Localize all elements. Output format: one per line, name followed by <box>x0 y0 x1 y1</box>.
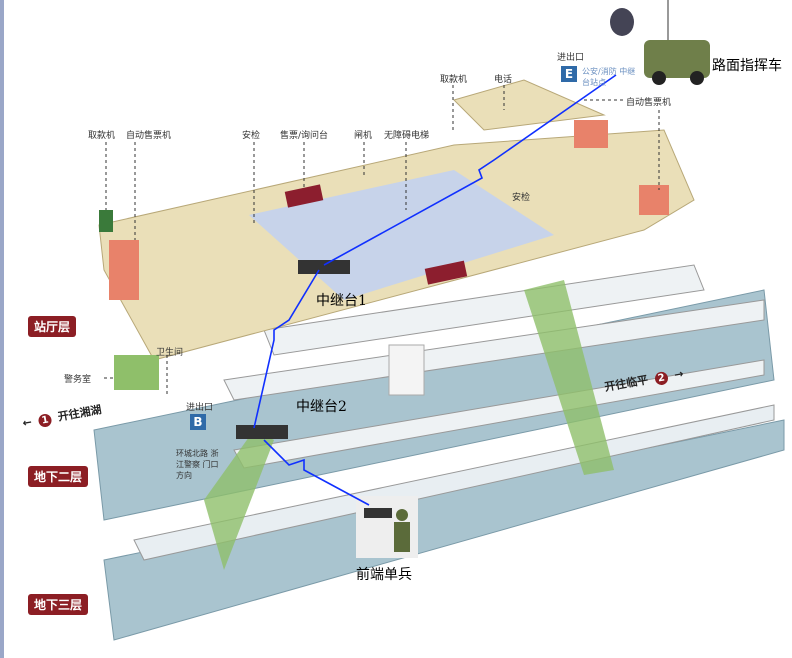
satellite-dish <box>610 8 634 36</box>
arrow-right-icon: → <box>673 367 685 382</box>
label-ticket-info-desk: 售票/询问台 <box>280 131 329 141</box>
floor-badge-b3: 地下三层 <box>28 594 89 615</box>
label-ticket-machine-left: 自动售票机 <box>126 131 172 141</box>
label-phone: 电话 <box>494 75 513 85</box>
label-command-vehicle: 路面指挥车 <box>712 58 782 74</box>
floor-badge-concourse: 站厅层 <box>28 316 77 337</box>
label-restroom: 卫生间 <box>156 348 184 358</box>
label-relay1: 中继台1 <box>316 293 367 309</box>
command-vehicle-figure <box>644 40 710 78</box>
label-accessible-elevator: 无障碍电梯 <box>384 131 430 141</box>
exit-e-sign: E <box>561 66 577 82</box>
label-exit-e-note: 公安/消防 中继台站点 <box>582 67 636 87</box>
label-gates: 闸机 <box>354 131 373 141</box>
label-exit-b-note: 环城北路 浙江警察 门口方向 <box>176 449 219 480</box>
floor-badge-b2: 地下二层 <box>28 466 89 487</box>
relay2-device <box>236 425 288 439</box>
stairs <box>204 430 274 570</box>
label-atm-right: 取款机 <box>440 75 468 85</box>
label-ticket-machine-right: 自动售票机 <box>626 98 672 108</box>
relay1-device <box>298 260 350 274</box>
label-security-right: 安检 <box>512 193 531 203</box>
label-relay2: 中继台2 <box>296 399 347 415</box>
label-security: 安检 <box>242 131 261 141</box>
station-drawing <box>93 0 785 641</box>
wireless-links <box>253 74 617 506</box>
label-exit-e-title: 进出口 <box>557 53 585 63</box>
exit-b-sign: B <box>190 414 206 430</box>
label-atm-left: 取款机 <box>88 131 116 141</box>
label-soldier: 前端单兵 <box>356 567 412 583</box>
label-exit-b-title: 进出口 <box>186 403 214 413</box>
arrow-left-icon: ← <box>21 415 33 430</box>
label-police-room: 警务室 <box>64 375 92 385</box>
